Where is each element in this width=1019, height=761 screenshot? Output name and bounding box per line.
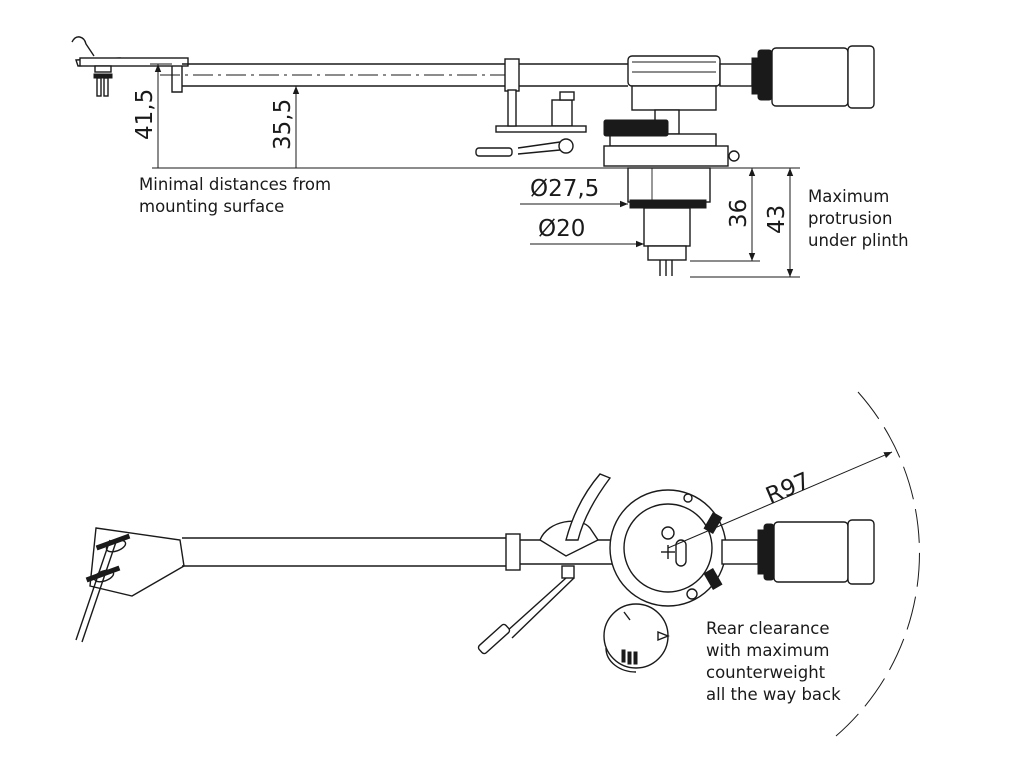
headshell-side [71,36,189,97]
dim-43-label: 43 [764,205,790,234]
note-clearance-line-2: with maximum [706,641,829,660]
dim-diameter-20: Ø20 [530,216,644,248]
dim-diameter-20-label: Ø20 [538,216,585,242]
note-mounting-line-1: Minimal distances from [139,175,331,194]
mounting-collar-side [627,167,711,276]
note-clearance-line-3: counterweight [706,663,826,682]
note-clearance-line-1: Rear clearance [706,619,830,638]
rear-clearance-arc [835,391,920,737]
dim-36-label: 36 [726,199,752,228]
dim-36: 36 [726,168,756,261]
note-plinth-line-3: under plinth [808,231,909,250]
cue-arm-top [477,473,612,655]
arm-tube-side [160,58,628,92]
top-view: R97 Rear clearance with maximum counterw… [75,391,920,737]
dim-43: 43 [764,168,794,277]
dim-r97-label: R97 [762,468,814,510]
note-mounting-line-2: mounting surface [139,197,284,216]
dim-41-5: 41,5 [132,63,172,168]
note-clearance-line-4: all the way back [706,685,841,704]
note-plinth-line-1: Maximum [808,187,889,206]
pivot-housing-side [475,45,875,167]
vta-dial-top [603,603,670,673]
arm-tube-top [182,533,628,571]
dim-41-5-label: 41,5 [132,89,158,140]
bearing-housing-top [609,489,875,607]
note-plinth-line-2: protrusion [808,209,892,228]
side-view: 41,5 35,5 Ø27,5 Ø20 36 43 [71,36,909,278]
dim-diameter-27-5: Ø27,5 [520,176,628,208]
dim-35-5-label: 35,5 [270,99,296,150]
headshell-top [75,527,185,643]
dim-diameter-27-5-label: Ø27,5 [530,176,599,202]
dim-35-5: 35,5 [270,86,300,168]
